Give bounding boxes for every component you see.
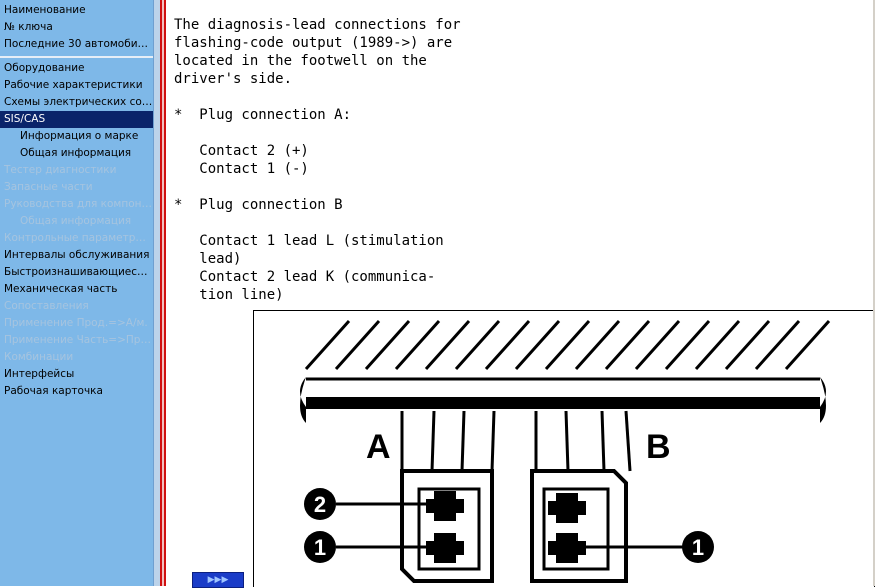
plug-b-contacts: Contact 1 lead L (stimulation lead) Cont… <box>199 233 444 303</box>
sidebar-item[interactable]: Оборудование <box>4 62 85 74</box>
sidebar-item[interactable]: SIS/CAS <box>0 111 153 128</box>
sidebar-item: Контрольные параметры… <box>4 232 153 244</box>
connector-b <box>530 469 628 583</box>
sidebar-item: Руководства для компон… <box>4 198 152 210</box>
lead-wires <box>400 410 632 472</box>
sidebar-item: Применение Часть=>Прод. <box>4 334 153 346</box>
label-a: A <box>366 428 391 466</box>
spacer <box>174 214 864 232</box>
sidebar-item: Сопоставления <box>4 300 89 312</box>
hatching <box>304 319 831 371</box>
sidebar-item[interactable]: Схемы электрических со… <box>4 96 153 108</box>
window-edge <box>873 0 875 586</box>
callout-1-left-number: 1 <box>314 535 326 560</box>
connector-a <box>400 469 494 583</box>
sidebar-item[interactable]: Наименование <box>4 4 86 16</box>
callout-2-number: 2 <box>314 492 326 517</box>
sidebar-item[interactable]: Последние 30 автомобилей <box>4 38 153 50</box>
next-page-button-label: ▶▶▶ <box>207 575 229 585</box>
sidebar-item[interactable]: Рабочие характеристики <box>4 79 143 91</box>
pane-splitter-edge <box>164 0 166 586</box>
pane-splitter[interactable] <box>160 0 162 586</box>
sidebar-item[interactable]: Общая информация <box>20 147 132 159</box>
sidebar-scrollbar[interactable] <box>153 0 160 586</box>
sidebar-item[interactable]: Рабочая карточка <box>4 385 103 397</box>
document-content: The diagnosis-lead connections for flash… <box>174 16 864 304</box>
bullet-plug-a: * Plug connection A: <box>174 107 352 123</box>
sidebar-item: Применение Прод.=>А/м. <box>4 317 148 329</box>
intro-paragraph: The diagnosis-lead connections for flash… <box>174 17 461 87</box>
callout-1-right-number: 1 <box>692 535 704 560</box>
sidebar-item[interactable]: Быстроизнашивающиеся … <box>4 266 153 278</box>
label-b: B <box>646 428 671 466</box>
sidebar-item[interactable]: Информация о марке <box>20 130 139 142</box>
sidebar-item[interactable]: Интерфейсы <box>4 368 75 380</box>
callout-2: 2 <box>304 488 336 520</box>
sidebar-item[interactable]: Механическая часть <box>4 283 118 295</box>
connector-diagram-svg: A B 2 1 1 <box>300 319 831 583</box>
sidebar-item[interactable]: № ключа <box>4 21 53 33</box>
sidebar-item: Комбинации <box>4 351 74 363</box>
plug-a-contacts: Contact 2 (+) Contact 1 (-) <box>199 143 309 177</box>
bullet-plug-b: * Plug connection B <box>174 197 343 213</box>
sidebar-item: Тестер диагностики <box>4 164 117 176</box>
spacer <box>174 88 864 106</box>
sidebar-item: Общая информация <box>20 215 132 227</box>
sidebar-item[interactable]: Интервалы обслуживания <box>4 249 150 261</box>
connector-diagram: A B 2 1 1 <box>253 310 875 587</box>
sidebar-item: Запасные части <box>4 181 93 193</box>
pane-splitter-gap <box>162 0 164 586</box>
callout-1-left: 1 <box>304 531 336 563</box>
spacer <box>174 178 864 196</box>
panel-bar <box>300 377 826 423</box>
spacer <box>174 124 864 142</box>
callout-leaders <box>336 502 690 549</box>
callout-1-right: 1 <box>682 531 714 563</box>
